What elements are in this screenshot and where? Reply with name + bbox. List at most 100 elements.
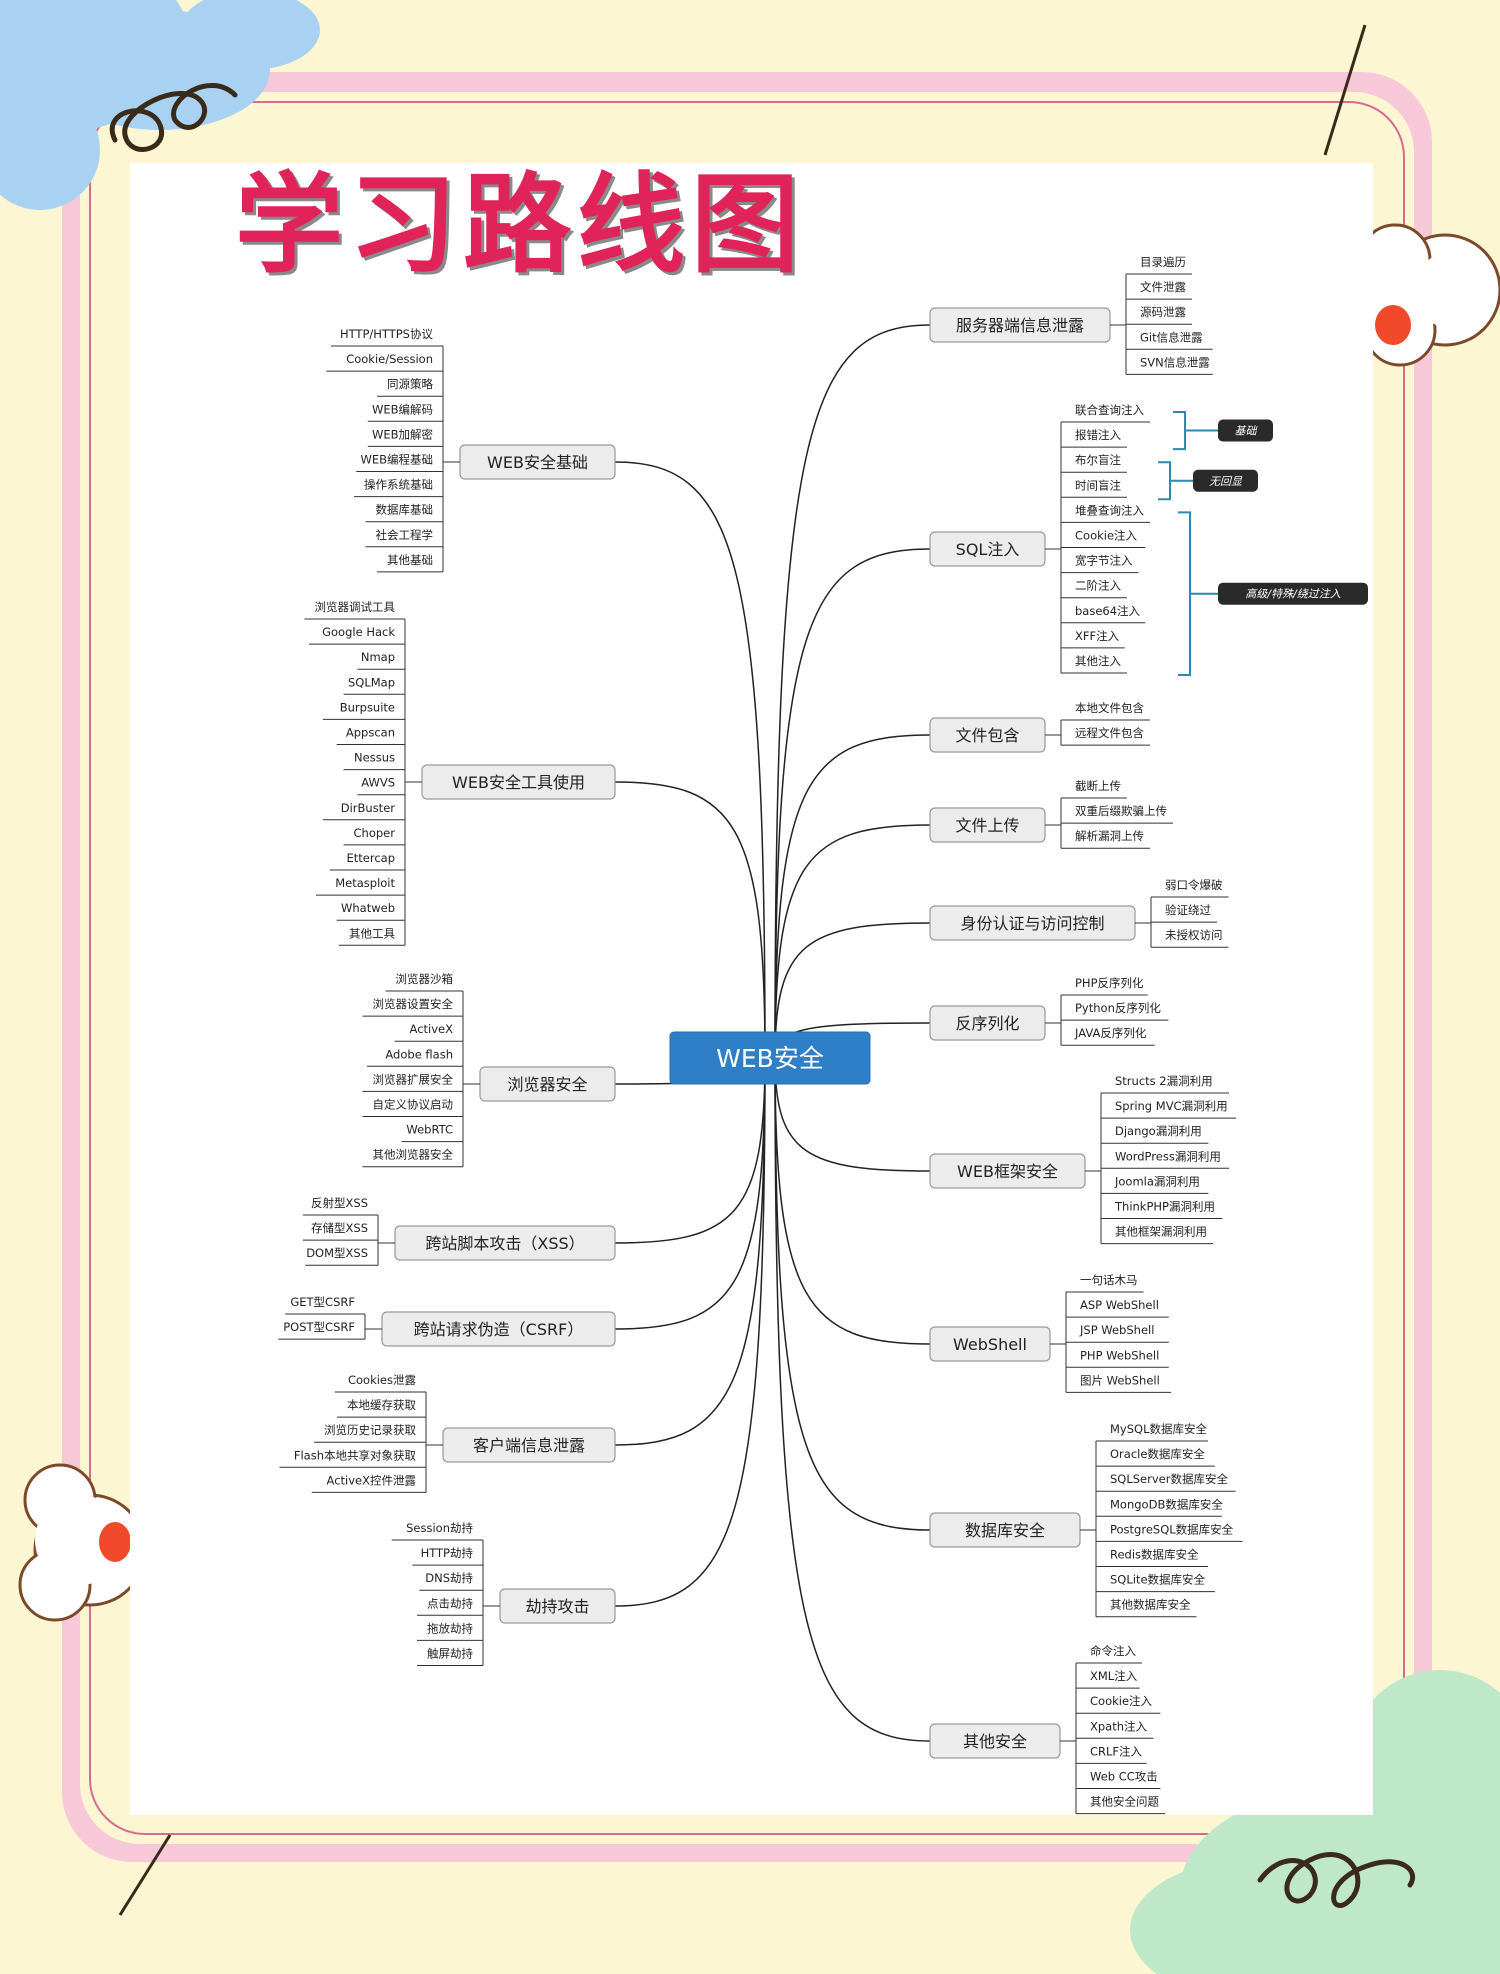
leaf-label: 图片 WebShell <box>1080 1373 1160 1387</box>
branch-link <box>774 548 931 1059</box>
tag-label: 无回显 <box>1209 475 1243 488</box>
branch-node[interactable]: WEB安全工具使用 <box>421 764 616 800</box>
sql-group-bracket <box>1158 461 1193 501</box>
leaf-label: AWVS <box>361 776 395 790</box>
center-node[interactable]: WEB安全 <box>669 1031 871 1085</box>
leaf-label: 浏览历史记录获取 <box>324 1423 416 1437</box>
leaf-label: SQLServer数据库安全 <box>1110 1472 1228 1486</box>
leaf-label: Flash本地共享对象获取 <box>294 1448 417 1462</box>
leaf-label: Google Hack <box>322 625 395 639</box>
leaf-label: Django漏洞利用 <box>1115 1124 1202 1138</box>
branch-label: 数据库安全 <box>965 1521 1045 1540</box>
leaf-label: Choper <box>354 826 396 840</box>
leaf-label: 远程文件包含 <box>1075 726 1144 740</box>
leaf-label: CRLF注入 <box>1090 1744 1143 1758</box>
sql-group-tag: 无回显 <box>1193 469 1258 492</box>
leaf-label: Cookie注入 <box>1075 529 1138 543</box>
branch-node[interactable]: 文件上传 <box>929 807 1046 843</box>
branch-label: WEB安全基础 <box>487 453 588 472</box>
branch-node[interactable]: 劫持攻击 <box>499 1588 616 1624</box>
tag-label: 高级/特殊/绕过注入 <box>1245 588 1340 601</box>
blue-cloud-icon <box>0 0 320 210</box>
leaf-label: WordPress漏洞利用 <box>1115 1149 1221 1163</box>
branch-node[interactable]: 客户端信息泄露 <box>442 1427 616 1463</box>
leaf-label: ASP WebShell <box>1080 1298 1159 1312</box>
leaf-label: 社会工程学 <box>376 528 434 542</box>
leaf-label: 源码泄露 <box>1140 305 1186 319</box>
leaf-label: DNS劫持 <box>425 1571 473 1585</box>
sketch-line <box>118 1834 172 1916</box>
leaf-label: JAVA反序列化 <box>1074 1026 1147 1040</box>
leaf-label: 同源策略 <box>387 377 433 391</box>
center-label: WEB安全 <box>716 1044 824 1073</box>
leaf-label: 本地缓存获取 <box>347 1398 416 1412</box>
branch-node[interactable]: 反序列化 <box>929 1005 1046 1041</box>
center-box[interactable] <box>669 1031 871 1085</box>
sql-group-tag: 高级/特殊/绕过注入 <box>1218 582 1368 605</box>
leaf-label: Appscan <box>346 726 395 740</box>
sql-group-bracket <box>1173 411 1218 451</box>
leaf-label: PostgreSQL数据库安全 <box>1110 1522 1234 1536</box>
leaf-label: ThinkPHP漏洞利用 <box>1114 1200 1215 1214</box>
leaf-label: Metasploit <box>335 876 395 890</box>
branch-node[interactable]: WEB框架安全 <box>929 1153 1086 1189</box>
branch-link <box>774 734 931 1059</box>
leaf-label: 解析漏洞上传 <box>1075 829 1144 843</box>
leaf-label: Joomla漏洞利用 <box>1114 1174 1200 1188</box>
branch-node[interactable]: 其他安全 <box>929 1723 1061 1759</box>
branch-node[interactable]: 数据库安全 <box>929 1512 1081 1548</box>
leaf-label: Web CC攻击 <box>1090 1770 1158 1784</box>
leaf-label: WEB编程基础 <box>360 453 433 467</box>
leaf-label: Spring MVC漏洞利用 <box>1115 1099 1228 1113</box>
page-title: 学习路线图 <box>235 163 806 288</box>
leaf-label: MySQL数据库安全 <box>1110 1422 1207 1436</box>
branch-node[interactable]: 浏览器安全 <box>479 1066 616 1102</box>
tag-box <box>1193 469 1258 492</box>
frame-line <box>89 101 1405 1835</box>
tag-label: 基础 <box>1235 425 1258 438</box>
branch-label: 服务器端信息泄露 <box>956 316 1084 335</box>
branch-node[interactable]: WEB安全基础 <box>459 444 616 480</box>
branch-node[interactable]: 跨站脚本攻击（XSS） <box>394 1225 616 1261</box>
leaf-label: 拖放劫持 <box>427 1621 473 1635</box>
leaf-label: Oracle数据库安全 <box>1110 1447 1205 1461</box>
leaf-label: Nmap <box>361 650 395 664</box>
leaf-label: 浏览器扩展安全 <box>373 1072 454 1086</box>
leaf-label: PHP反序列化 <box>1075 976 1144 990</box>
leaf-label: 宽字节注入 <box>1075 554 1133 568</box>
branch-link <box>774 1057 931 1742</box>
branch-label: WEB框架安全 <box>957 1162 1058 1181</box>
leaf-label: XML注入 <box>1090 1669 1138 1683</box>
branch-node[interactable]: 文件包含 <box>929 717 1046 753</box>
flower-icon <box>18 1463 147 1622</box>
leaf-label: Ettercap <box>346 851 395 865</box>
leaf-label: 数据库基础 <box>376 503 434 517</box>
leaf-label: Redis数据库安全 <box>1110 1548 1199 1562</box>
branch-node[interactable]: WebShell <box>929 1326 1051 1362</box>
leaf-label: 命令注入 <box>1090 1644 1136 1658</box>
leaf-label: 布尔盲注 <box>1075 453 1121 467</box>
leaf-label: 其他数据库安全 <box>1110 1598 1191 1612</box>
sql-group-bracket <box>1178 511 1218 676</box>
leaf-label: HTTP劫持 <box>421 1546 474 1560</box>
branch-label: 浏览器安全 <box>507 1075 587 1094</box>
branch-node[interactable]: 身份认证与访问控制 <box>929 905 1136 941</box>
branch-node[interactable]: SQL注入 <box>929 531 1046 567</box>
branch-node[interactable]: 跨站请求伪造（CSRF） <box>381 1311 616 1347</box>
leaf-label: 浏览器调试工具 <box>315 600 396 614</box>
branch-label: 文件包含 <box>955 726 1019 745</box>
branch-node[interactable]: 服务器端信息泄露 <box>929 307 1111 343</box>
branch-label: 文件上传 <box>955 816 1019 835</box>
leaf-label: 验证绕过 <box>1165 903 1211 917</box>
leaf-label: WEB加解密 <box>372 427 433 441</box>
branch-label: 跨站脚本攻击（XSS） <box>425 1234 584 1253</box>
branch-link <box>614 461 766 1059</box>
leaf-label: 本地文件包含 <box>1075 701 1144 715</box>
leaf-label: 二阶注入 <box>1075 579 1121 593</box>
leaf-label: 时间盲注 <box>1075 478 1121 492</box>
leaf-label: 截断上传 <box>1075 779 1121 793</box>
leaf-label: JSP WebShell <box>1079 1323 1154 1337</box>
content-card <box>130 163 1373 1815</box>
